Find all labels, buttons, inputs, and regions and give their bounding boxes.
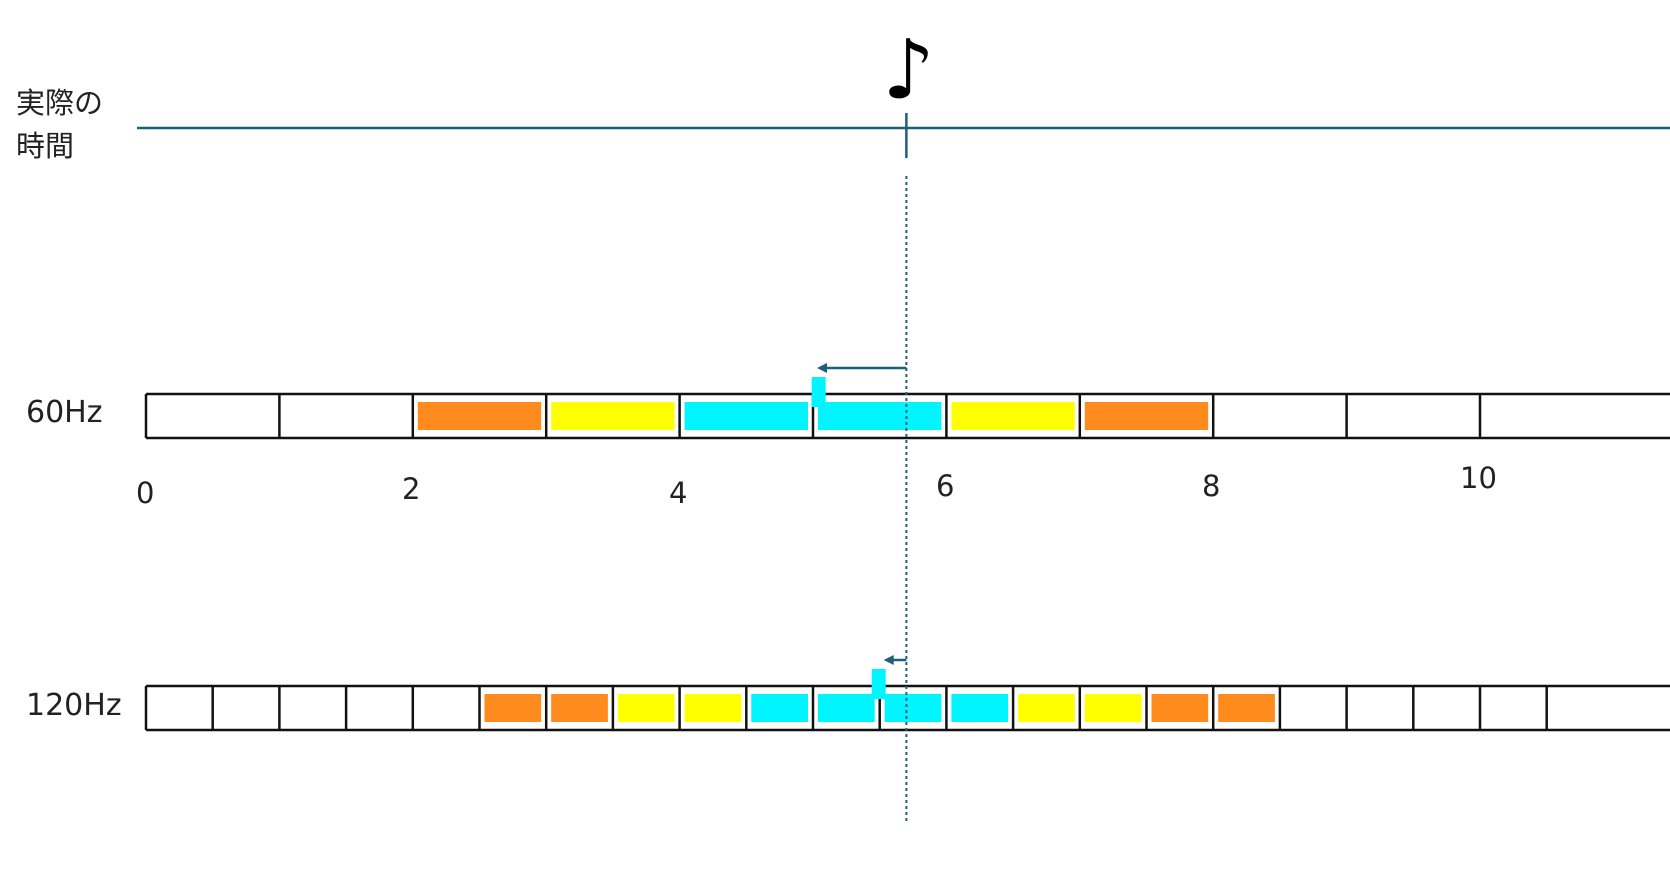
- frame-fill-60hz-4: [684, 402, 808, 430]
- frame-fill-60hz-7: [1084, 402, 1209, 430]
- tick-label-6: 6: [936, 469, 955, 503]
- frame-fill-120hz-9: [751, 694, 808, 722]
- frame-fill-120hz-5: [484, 694, 542, 722]
- input-marker-60hz: [811, 377, 826, 407]
- latency-arrow-head-60hz: [817, 363, 827, 373]
- frame-fill-120hz-10: [818, 694, 875, 722]
- row-label-60hz: 60Hz: [26, 395, 103, 430]
- frame-fill-60hz-3: [551, 402, 675, 430]
- music-note-icon: ♪: [882, 23, 934, 118]
- frame-fill-120hz-15: [1151, 694, 1209, 722]
- frame-fill-60hz-6: [951, 402, 1075, 430]
- frame-fill-120hz-7: [617, 694, 675, 722]
- tick-label-2: 2: [402, 472, 421, 506]
- frame-fill-60hz-2: [417, 402, 542, 430]
- real-time-label: 実際の 時間: [16, 82, 103, 168]
- tick-label-4: 4: [669, 476, 688, 510]
- frame-fill-120hz-11: [884, 694, 942, 722]
- frame-fill-60hz-5: [818, 402, 942, 430]
- frame-fill-120hz-13: [1018, 694, 1075, 722]
- tick-label-0: 0: [136, 476, 155, 510]
- frame-fill-120hz-8: [684, 694, 742, 722]
- real-time-label-line2: 時間: [16, 129, 75, 163]
- frame-fill-120hz-12: [951, 694, 1009, 722]
- real-time-label-line1: 実際の: [16, 86, 104, 120]
- input-marker-120hz: [871, 669, 886, 699]
- frame-fill-120hz-16: [1218, 694, 1275, 722]
- tick-label-10: 10: [1460, 461, 1497, 495]
- frame-fill-120hz-14: [1084, 694, 1142, 722]
- frame-fill-120hz-6: [551, 694, 608, 722]
- row-label-120hz: 120Hz: [26, 688, 122, 723]
- latency-arrow-head-120hz: [883, 655, 894, 665]
- tick-label-8: 8: [1202, 469, 1221, 503]
